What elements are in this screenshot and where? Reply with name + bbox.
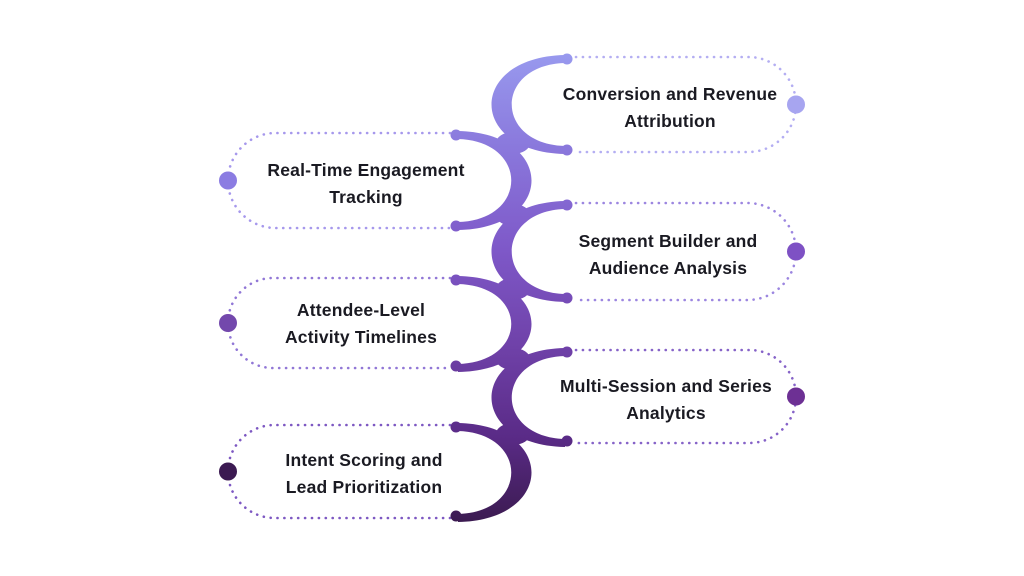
spine-junction	[496, 278, 530, 300]
pill-dot-attendee	[219, 314, 237, 332]
spine-junction	[496, 348, 530, 370]
pill-label-line: Analytics	[626, 403, 706, 423]
spine-tip	[450, 360, 462, 372]
pill-label-multi-session-series-analytics: Multi-Session and Series Analytics	[548, 373, 784, 427]
pill-label-line: Audience Analysis	[588, 258, 748, 278]
pill-dot-multi-session	[787, 387, 805, 406]
pill-label-line: Attribution	[624, 111, 716, 131]
spine-bracket-multi-session	[491, 348, 565, 447]
pill-dot-segment	[787, 242, 805, 261]
spine-tip	[561, 346, 573, 358]
spine-junction	[496, 423, 530, 445]
pill-label-line: Segment Builder and	[578, 231, 758, 251]
pill-label-line: Tracking	[329, 187, 403, 207]
pill-label-attendee-level-activity-timelines: Attendee-Level Activity Timelines	[238, 297, 484, 351]
spine-bracket-intent	[458, 423, 532, 522]
pill-label-line: Attendee-Level	[296, 300, 426, 320]
spine-tip	[450, 129, 462, 141]
spine-bracket-conversion	[491, 55, 565, 154]
pill-label-line: Intent Scoring and	[285, 450, 443, 470]
spine-bracket-segment	[491, 201, 565, 302]
pill-label-conversion-revenue-attribution: Conversion and Revenue Attribution	[552, 81, 788, 135]
spine-tip	[450, 220, 462, 232]
spine-tip	[450, 274, 462, 286]
spine-junction	[496, 204, 530, 226]
spine-tip	[561, 144, 573, 156]
spine-tip	[561, 435, 573, 447]
spine-bracket-attendee	[458, 276, 532, 372]
pill-label-line: Multi-Session and Series	[560, 376, 772, 396]
pill-label-segment-builder-audience-analysis: Segment Builder and Audience Analysis	[550, 228, 786, 282]
pill-outline-multi-session	[574, 348, 798, 445]
pill-label-real-time-engagement-tracking: Real-Time Engagement Tracking	[243, 157, 489, 211]
pill-dot-intent	[219, 462, 237, 481]
spine-tip	[450, 421, 462, 433]
pill-label-line: Lead Prioritization	[285, 477, 443, 497]
pill-dot-real-time	[219, 171, 237, 190]
spine-tip	[561, 199, 573, 211]
spine-tip	[561, 53, 573, 65]
spine-tip	[450, 510, 462, 522]
spine-junction	[496, 132, 530, 154]
pill-label-line: Real-Time Engagement	[267, 160, 465, 180]
pill-outline-conversion	[574, 55, 798, 154]
pill-dot-conversion	[787, 95, 805, 114]
pill-label-intent-scoring-lead-prioritization: Intent Scoring and Lead Prioritization	[241, 447, 487, 501]
pill-label-line: Activity Timelines	[284, 327, 438, 347]
pill-label-line: Conversion and Revenue	[562, 84, 778, 104]
spine-tip	[561, 292, 573, 304]
